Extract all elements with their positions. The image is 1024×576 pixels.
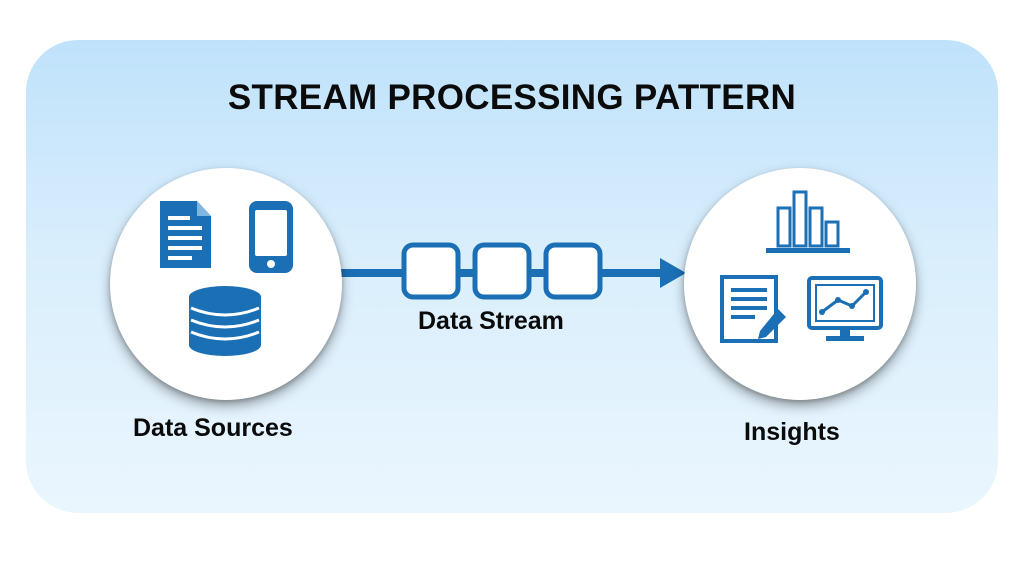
node-label-insights: Insights xyxy=(744,418,840,446)
node-data-sources xyxy=(110,168,342,400)
stream-arrowhead xyxy=(660,258,686,288)
stream-packet xyxy=(543,242,603,300)
stream-packet xyxy=(401,242,461,300)
database-icon xyxy=(189,286,261,356)
stream-packet xyxy=(472,242,532,300)
diagram-title: STREAM PROCESSING PATTERN xyxy=(227,78,797,117)
edge-label-data-stream: Data Stream xyxy=(418,307,564,335)
report-edit-icon xyxy=(720,275,786,343)
smartphone-icon xyxy=(249,201,293,273)
monitor-line-chart-icon xyxy=(807,276,883,341)
bar-chart-icon xyxy=(766,190,850,253)
node-label-data-sources: Data Sources xyxy=(133,414,293,442)
document-icon xyxy=(160,201,211,268)
